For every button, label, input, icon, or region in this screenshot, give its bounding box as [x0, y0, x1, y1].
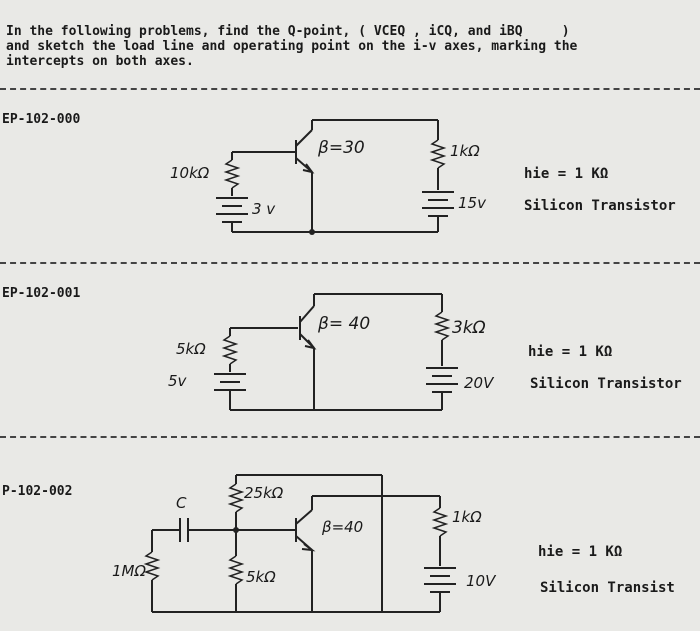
transistor-type: Silicon Transistor: [524, 198, 676, 214]
instruction-line-2: and sketch the load line and operating p…: [6, 39, 578, 54]
base-voltage-label: 5v: [168, 372, 187, 390]
supply-voltage-label: 20V: [464, 374, 494, 392]
circuit-ep-102-001: [214, 293, 458, 411]
instruction-line-3: intercepts on both axes.: [6, 54, 194, 69]
beta-label: β=40: [322, 518, 364, 536]
resistor-r2-label: 5kΩ: [246, 568, 276, 586]
hie-value: hie = 1 KΩ: [538, 544, 623, 560]
resistor-r1-label: 25kΩ: [244, 484, 284, 502]
supply-voltage-label: 10V: [466, 572, 496, 590]
problem-id: EP-102-001: [2, 286, 81, 301]
base-resistor-label: 10kΩ: [170, 164, 210, 182]
supply-voltage-label: 15v: [458, 194, 486, 212]
circuit-ep-102-000: [216, 119, 454, 235]
divider-line: [0, 88, 700, 90]
collector-resistor-label: 1kΩ: [452, 508, 482, 526]
beta-label: β=30: [318, 138, 365, 158]
base-voltage-label: 3 v: [252, 200, 276, 218]
source-resistor-label: 1MΩ: [112, 562, 146, 580]
base-resistor-label: 5kΩ: [176, 340, 206, 358]
circuit-p-102-002: [143, 474, 456, 613]
collector-resistor-label: 1kΩ: [450, 142, 480, 160]
capacitor-label: C: [176, 494, 187, 512]
collector-resistor-label: 3kΩ: [452, 318, 486, 338]
problem-id: P-102-002: [2, 484, 73, 499]
hie-value: hie = 1 KΩ: [524, 166, 609, 182]
instruction-line-1: In the following problems, find the Q-po…: [6, 24, 570, 39]
hie-value: hie = 1 KΩ: [528, 344, 613, 360]
problem-instructions: In the following problems, find the Q-po…: [6, 24, 577, 69]
divider-line: [0, 262, 700, 264]
beta-label: β= 40: [318, 314, 371, 334]
transistor-type: Silicon Transist: [540, 580, 675, 596]
problem-id: EP-102-000: [2, 112, 81, 127]
transistor-type: Silicon Transistor: [530, 376, 682, 392]
divider-line: [0, 436, 700, 438]
